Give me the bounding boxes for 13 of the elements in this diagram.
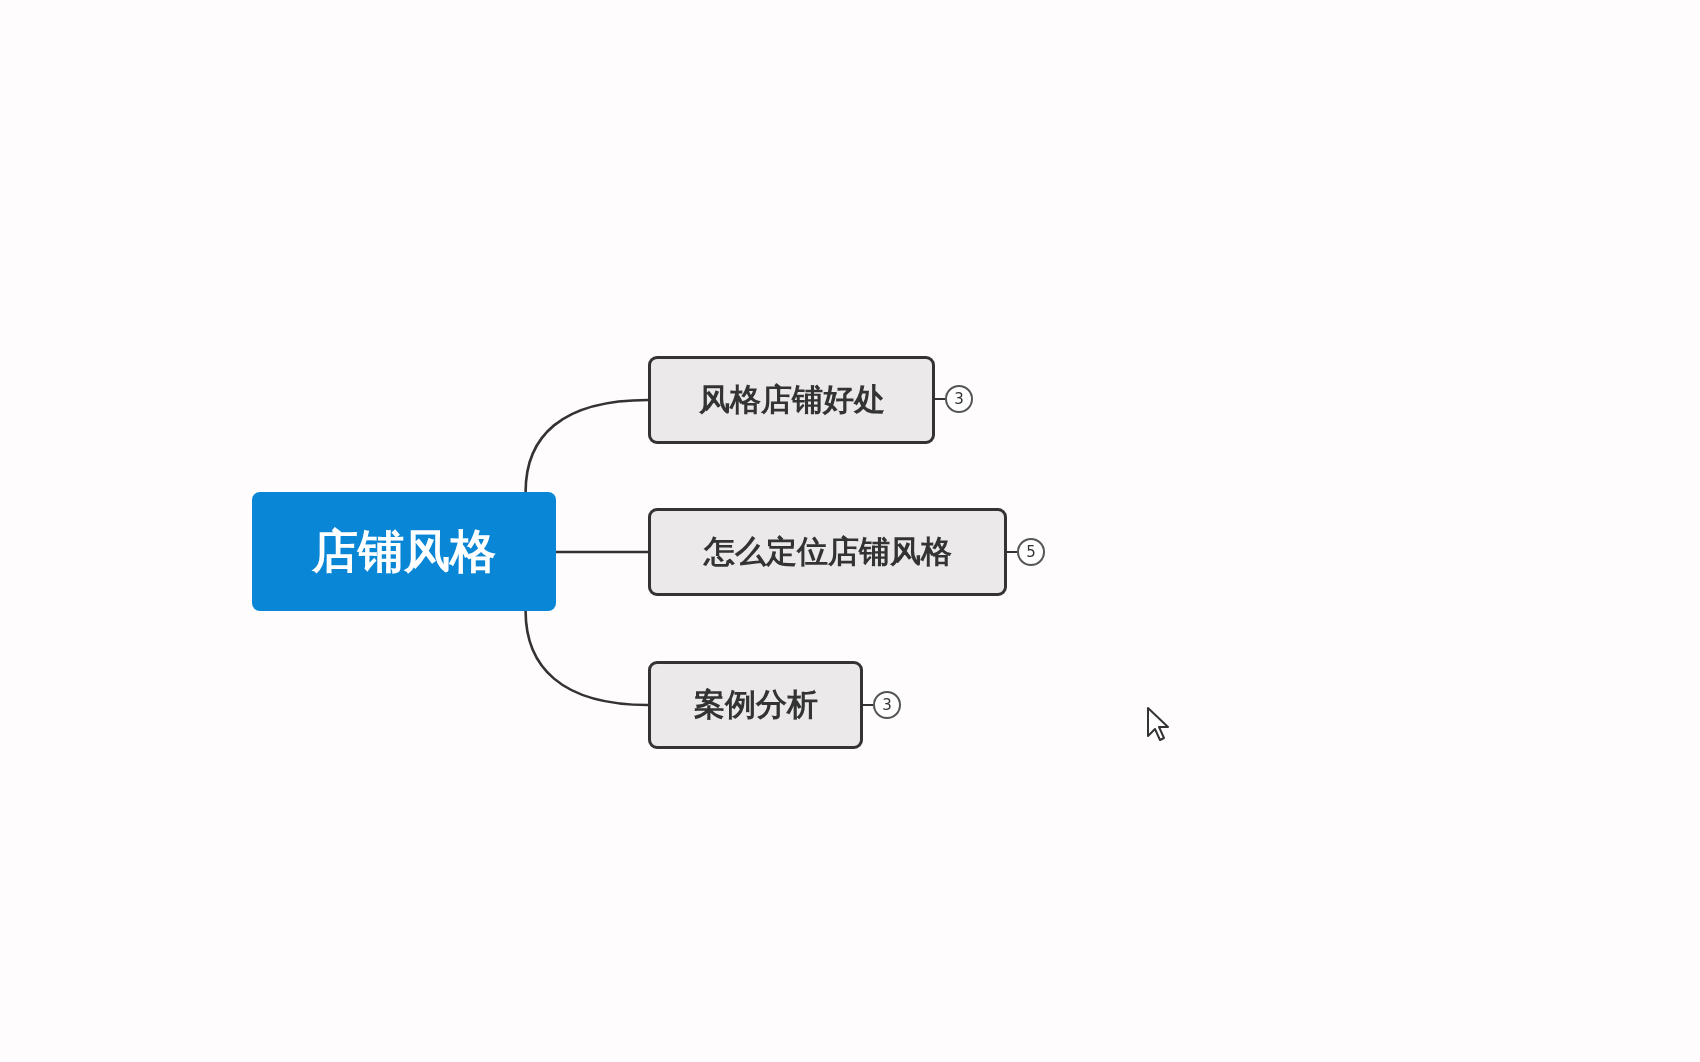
connector-line (524, 610, 649, 707)
topic-box: 怎么定位店铺风格 (648, 508, 1007, 596)
topic-box: 案例分析 (648, 661, 863, 749)
topic-box: 风格店铺好处 (648, 356, 935, 444)
connector-line (934, 398, 946, 400)
connector-line (524, 398, 649, 493)
connector-line (556, 550, 648, 554)
count-badge: 5 (1017, 538, 1045, 566)
connector-line (862, 704, 874, 706)
connector-line (1006, 551, 1018, 553)
central-topic-box: 店铺风格 (252, 492, 556, 611)
count-badge: 3 (873, 691, 901, 719)
count-badge: 3 (945, 385, 973, 413)
